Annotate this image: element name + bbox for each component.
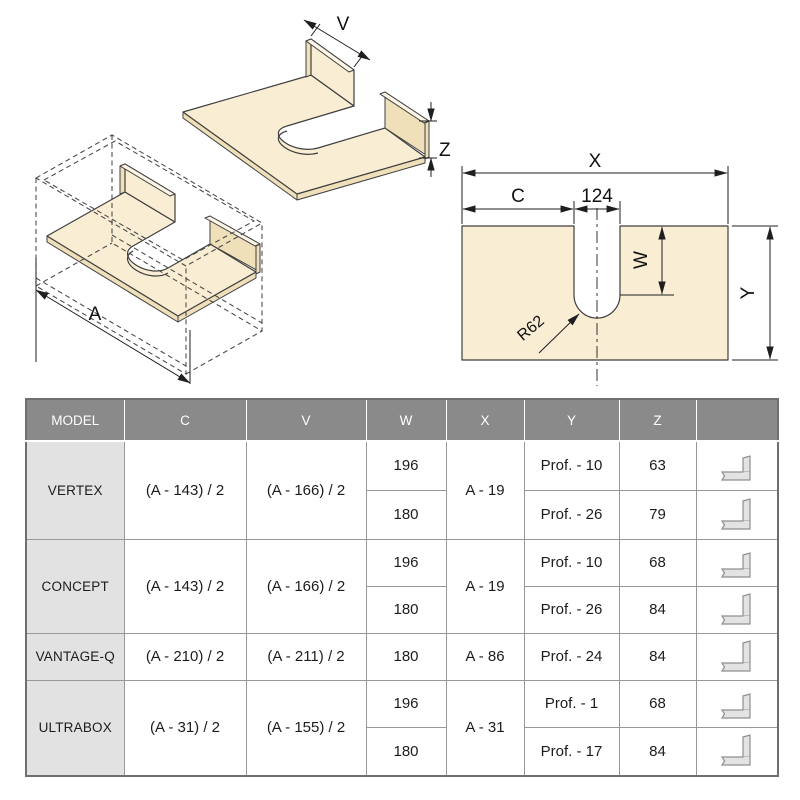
z-cell: 79: [618, 489, 697, 540]
table-row: VANTAGE-Q (A - 210) / 2 (A - 211) / 2 18…: [25, 632, 779, 681]
table-row: 180 Prof. - 26 84: [26, 585, 779, 634]
v-cell: (A - 166) / 2: [245, 440, 367, 540]
w-cell: 196: [365, 538, 447, 587]
w-cell: 180: [365, 489, 447, 540]
x-cell: A - 31: [445, 679, 525, 777]
x-cell: A - 19: [445, 440, 525, 540]
col-header-x: X: [445, 398, 525, 442]
c-cell: (A - 31) / 2: [123, 679, 247, 777]
y-cell: Prof. - 24: [523, 632, 620, 681]
l-profile-icon: [719, 640, 755, 674]
dimension-v: V: [303, 14, 371, 68]
z-cell: 84: [618, 632, 697, 681]
panel-front-view: [461, 225, 729, 361]
y-cell: Prof. - 26: [523, 489, 620, 540]
col-header-c: C: [123, 398, 247, 442]
dimension-y: Y: [732, 225, 778, 361]
dim-a-label: A: [89, 304, 102, 325]
table-row: 180 Prof. - 26 79: [26, 489, 779, 540]
dim-x-label: X: [589, 151, 602, 172]
dim-c-label: C: [511, 186, 525, 207]
y-cell: Prof. - 17: [523, 726, 620, 777]
dim-124-label: 124: [581, 186, 613, 207]
profile-icon-cell: [695, 538, 779, 587]
dimension-c: C 124: [462, 186, 621, 224]
iso-cabinet-figure: A: [34, 134, 264, 384]
x-cell: A - 19: [445, 538, 525, 634]
header-row: MODEL C V W X Y Z: [25, 398, 779, 442]
dim-w-label: W: [631, 251, 652, 269]
z-cell: 84: [618, 585, 697, 634]
col-header-w: W: [365, 398, 447, 442]
dim-v-label: V: [337, 14, 350, 35]
y-cell: Prof. - 26: [523, 585, 620, 634]
w-cell: 196: [365, 440, 447, 491]
profile-icon-cell: [695, 632, 779, 681]
y-cell: Prof. - 10: [523, 440, 620, 491]
profile-icon-cell: [695, 726, 779, 777]
profile-icon-cell: [695, 679, 779, 728]
front-view-figure: X C 124 W Y R62: [461, 151, 778, 386]
dim-y-label: Y: [738, 286, 759, 299]
z-cell: 68: [618, 679, 697, 728]
model-cell: VANTAGE-Q: [25, 632, 125, 681]
model-cell: VERTEX: [25, 440, 125, 540]
col-header-y: Y: [523, 398, 620, 442]
c-cell: (A - 210) / 2: [123, 632, 247, 681]
model-cell: CONCEPT: [25, 538, 125, 634]
profile-icon-cell: [695, 585, 779, 634]
table-row: ULTRABOX (A - 31) / 2 (A - 155) / 2 196 …: [25, 679, 779, 777]
v-cell: (A - 211) / 2: [245, 632, 367, 681]
c-cell: (A - 143) / 2: [123, 440, 247, 540]
col-header-z: Z: [618, 398, 697, 442]
l-profile-icon: [719, 498, 755, 532]
col-header-model: MODEL: [25, 398, 125, 442]
col-header-icon: [695, 398, 779, 442]
w-cell: 180: [365, 585, 447, 634]
profile-icon-cell: [695, 440, 779, 491]
v-cell: (A - 166) / 2: [245, 538, 367, 634]
dimension-w: W: [620, 226, 674, 296]
l-profile-icon: [719, 546, 755, 580]
dimension-x: X: [461, 151, 729, 224]
x-cell: A - 86: [445, 632, 525, 681]
v-cell: (A - 155) / 2: [245, 679, 367, 777]
z-cell: 68: [618, 538, 697, 587]
table-row: 180 Prof. - 17 84: [26, 726, 779, 777]
col-header-v: V: [245, 398, 367, 442]
dim-z-label: Z: [439, 140, 451, 161]
z-cell: 63: [618, 440, 697, 491]
c-cell: (A - 143) / 2: [123, 538, 247, 634]
panel-with-cutout: [182, 38, 430, 201]
table-row: VERTEX (A - 143) / 2 (A - 166) / 2 196 A…: [25, 440, 779, 540]
table-row: CONCEPT (A - 143) / 2 (A - 166) / 2 196 …: [25, 538, 779, 634]
l-profile-icon: [719, 449, 755, 483]
dimension-a: A: [35, 258, 191, 384]
model-cell: ULTRABOX: [25, 679, 125, 777]
iso-panel-figure: V Z: [182, 14, 451, 201]
l-profile-icon: [719, 687, 755, 721]
l-profile-icon: [719, 734, 755, 768]
w-cell: 180: [365, 632, 447, 681]
w-cell: 180: [365, 726, 447, 777]
w-cell: 196: [365, 679, 447, 728]
dimension-z: Z: [419, 102, 451, 177]
spec-table: MODEL C V W X Y Z VERTEX (A - 143) / 2 (…: [25, 398, 779, 777]
y-cell: Prof. - 10: [523, 538, 620, 587]
l-profile-icon: [719, 593, 755, 627]
y-cell: Prof. - 1: [523, 679, 620, 728]
z-cell: 84: [618, 726, 697, 777]
profile-icon-cell: [695, 489, 779, 540]
